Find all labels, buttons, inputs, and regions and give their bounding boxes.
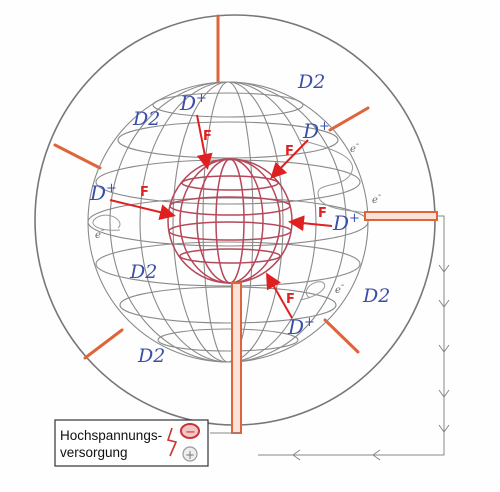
wire-arrow — [438, 264, 450, 273]
force-labels: F F F F F — [140, 129, 327, 307]
ion-label: D+ — [179, 91, 207, 115]
power-supply-label-line2: versorgung — [60, 445, 128, 460]
ion-label: D+ — [332, 211, 360, 235]
wire-arrow — [438, 389, 450, 398]
electron-label: e- — [335, 280, 345, 296]
gas-label: D2 — [137, 345, 165, 367]
power-supply: Hochspannungs- versorgung − + — [54, 419, 209, 467]
ion-labels: D+ D+ D+ D+ D+ — [89, 91, 360, 339]
inner-parallel — [181, 175, 279, 191]
minus-terminal-symbol: − — [185, 425, 196, 440]
force-label: F — [318, 206, 327, 221]
force-arrow — [288, 215, 333, 232]
plus-terminal-symbol: + — [185, 448, 195, 462]
gas-labels: D2 D2 D2 D2 D2 D2 — [129, 71, 390, 367]
wire-arrow — [438, 424, 450, 433]
support-upper-right — [328, 106, 370, 132]
grid-parallel — [117, 121, 339, 159]
grid-parallel — [157, 328, 299, 352]
power-supply-label-line1: Hochspannungs- — [60, 428, 162, 443]
force-arrow — [196, 114, 213, 170]
inner-grid — [167, 158, 293, 284]
gas-label: D2 — [362, 285, 390, 307]
grid-parallel — [152, 92, 304, 118]
inner-meridian — [179, 158, 281, 284]
gas-label: D2 — [129, 261, 157, 283]
feedthrough-horizontal — [364, 211, 438, 221]
electron-label: e- — [95, 225, 105, 241]
inner-meridian — [215, 158, 245, 284]
electron-label: e- — [350, 139, 360, 155]
gas-label: D2 — [132, 108, 160, 130]
support-lower-right — [323, 318, 360, 354]
plus-terminal-icon — [182, 446, 198, 462]
feedthrough-arm — [364, 211, 438, 221]
force-arrow — [266, 272, 293, 319]
grid-parallel — [87, 197, 369, 247]
ion-label: D+ — [287, 315, 315, 339]
force-arrows — [109, 114, 333, 319]
electron-label: e- — [372, 190, 382, 206]
gas-label: D2 — [297, 71, 325, 93]
grid-meridian — [109, 81, 347, 363]
grid-parallel — [95, 241, 361, 287]
force-arrow — [109, 199, 176, 220]
ion-label: D+ — [89, 181, 117, 205]
chamber-supports — [53, 14, 370, 360]
force-label: F — [203, 129, 212, 144]
inner-parallel — [169, 196, 291, 216]
support-upper-left — [53, 143, 102, 170]
force-label: F — [285, 144, 294, 159]
wire-outer — [258, 215, 445, 456]
ion-label: D+ — [302, 119, 330, 143]
supply-squiggle-icon — [166, 427, 178, 457]
force-label: F — [140, 185, 149, 200]
supply-wires — [210, 215, 445, 456]
force-label: F — [286, 292, 295, 307]
inner-parallel — [179, 248, 281, 264]
wire-arrow — [372, 449, 381, 461]
grid-parallel — [119, 286, 337, 324]
wire-arrows — [292, 264, 450, 461]
electron-loop-left — [92, 214, 121, 231]
feedthrough-stem — [231, 282, 242, 434]
wire-arrow — [438, 299, 450, 308]
force-arrow — [270, 139, 309, 179]
minus-terminal-icon — [180, 423, 200, 439]
inner-parallel — [168, 221, 292, 241]
electron-loop-right — [299, 281, 326, 301]
support-lower-left — [83, 328, 124, 360]
feedthrough-vertical — [231, 282, 242, 434]
electron-labels: e- e- e- e- — [95, 139, 382, 296]
wire-arrow — [438, 344, 450, 353]
inner-grid-outline — [167, 158, 293, 284]
wire-arrow — [292, 449, 301, 461]
